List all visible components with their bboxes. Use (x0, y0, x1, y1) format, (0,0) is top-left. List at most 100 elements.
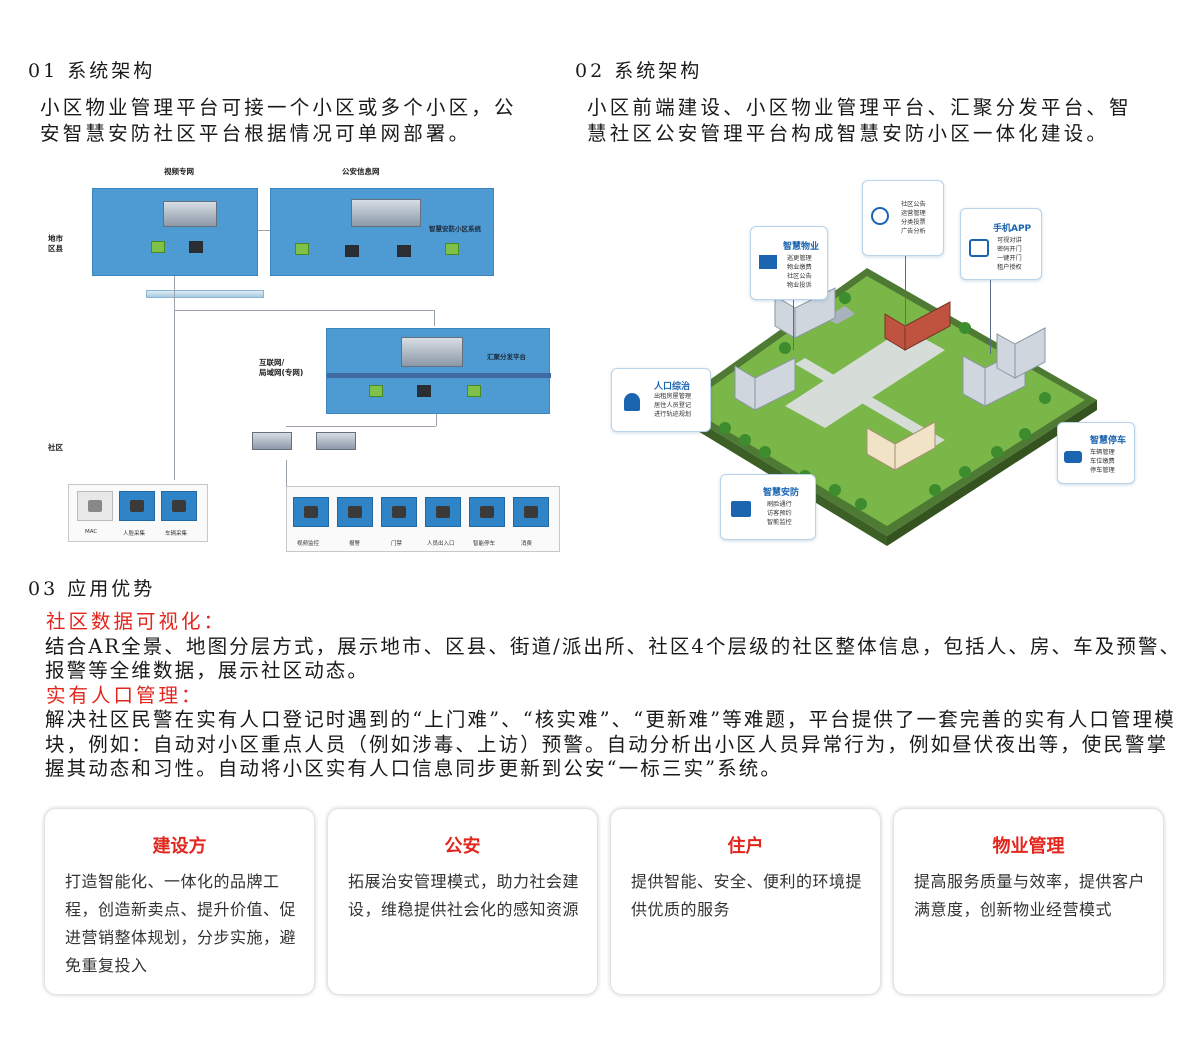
benefit-card-body: 打造智能化、一体化的品牌工程，创造新卖点、提升价值、促进营销整体规划，分步实施，… (65, 872, 297, 975)
video-net-box (92, 188, 258, 276)
card-line: 停车管理 (1090, 467, 1115, 474)
section1-desc-line1: 小区物业管理平台可接一个小区或多个小区，公 (40, 96, 517, 119)
benefit-card-title: 建设方 (152, 836, 207, 857)
device-icon (417, 385, 431, 397)
police-net-box: 智慧安防小区系统 (270, 188, 494, 276)
server-rack-icon (163, 201, 217, 227)
card-line: 出租房屋管理 (654, 393, 692, 400)
fire-icon (513, 497, 549, 527)
benefit-card-body: 拓展治安管理模式，助力社会建设，维稳提供社会化的感知资源 (348, 872, 580, 919)
city-county-label: 地市 区县 (48, 234, 63, 253)
community-illustration (673, 268, 1097, 546)
video-net-label: 视频专网 (164, 167, 194, 176)
building-icon (759, 255, 777, 269)
internet-label: 互联网/ 局域网(专网) (259, 358, 304, 377)
card-line: 刷脸通行 (767, 501, 792, 508)
device-label: 智能停车 (473, 541, 496, 547)
entrance-icon (425, 497, 461, 527)
benefit-card-title: 住户 (727, 836, 764, 857)
device-label: 车辆采集 (165, 531, 188, 537)
advantages-text: 社区数据可视化： 结合AR全景、地图分层方式，展示地市、区县、街道/派出所、社区… (45, 610, 1185, 782)
device-icon (151, 241, 165, 253)
card-community-ops: 社区公告 运营管理 分类投票 广告分析 (862, 180, 944, 256)
link-strip (146, 290, 264, 298)
card-population: 人口综治 出租房屋管理 居住人员登记 进行轨迹规划 (611, 368, 711, 432)
server-icon (316, 432, 356, 450)
device-label: 人员出入口 (427, 541, 455, 547)
device-icon (369, 385, 383, 397)
benefit-card-body: 提供智能、安全、便利的环境提供优质的服务 (631, 872, 863, 919)
section2-title: 02 系统架构 (575, 60, 703, 82)
card-line: 可视对讲 (997, 237, 1022, 244)
dist-platform-box: 汇聚分发平台 (326, 328, 551, 414)
card-line: 物业投诉 (787, 282, 812, 289)
card-title: 智慧安防 (763, 488, 800, 498)
card-line: 物业缴费 (787, 264, 812, 271)
phone-home-icon (969, 239, 989, 257)
device-label: 门禁 (391, 541, 403, 547)
device-icon (397, 245, 411, 257)
card-title: 智慧物业 (783, 242, 820, 252)
card-title: 手机APP (993, 224, 1032, 234)
benefit-card-title: 公安 (444, 836, 481, 857)
face-camera-icon (119, 491, 155, 521)
device-icon (467, 385, 481, 397)
card-line: 居住人员登记 (654, 402, 692, 409)
heading-population-management: 实有人口管理： (46, 683, 204, 707)
parking-icon (469, 497, 505, 527)
section2-desc-line2: 慧社区公安管理平台构成智慧安防小区一体化建设。 (587, 122, 1110, 145)
card-line: 社区公告 (901, 201, 926, 208)
bottom-left-devices: MAC 人脸采集 车辆采集 (68, 484, 208, 542)
card-title: 人口综治 (654, 382, 691, 392)
community-label: 社区 (48, 443, 63, 452)
person-icon (624, 393, 640, 411)
section1-title: 01 系统架构 (28, 60, 156, 82)
system-title-label: 智慧安防小区系统 (429, 225, 481, 233)
benefit-card-residents: 住户 提供智能、安全、便利的环境提供优质的服务 (610, 808, 881, 995)
cctv-icon (293, 497, 329, 527)
door-access-icon (381, 497, 417, 527)
bottom-right-devices: 视频监控 报警 门禁 人员出入口 智能停车 消费 (286, 486, 560, 552)
car-camera-icon (161, 491, 197, 521)
device-label: 视频监控 (297, 541, 320, 547)
device-label: 消费 (521, 541, 533, 547)
card-line: 智能监控 (767, 519, 792, 526)
device-icon (445, 243, 459, 255)
card-mobile-app: 手机APP 可视对讲 密码开门 一键开门 租户授权 (960, 208, 1042, 280)
server-rack-icon (401, 337, 463, 367)
card-line: 一键开门 (997, 255, 1022, 262)
alarm-icon (337, 497, 373, 527)
card-line: 租户授权 (997, 264, 1022, 271)
police-net-label: 公安信息网 (342, 167, 380, 176)
device-label: 人脸采集 (123, 531, 146, 537)
benefit-card-police: 公安 拓展治安管理模式，助力社会建设，维稳提供社会化的感知资源 (327, 808, 598, 995)
heading-data-visualization: 社区数据可视化： (46, 610, 227, 633)
section2-desc-line1: 小区前端建设、小区物业管理平台、汇聚分发平台、智 (587, 96, 1132, 119)
card-line: 车位缴费 (1090, 458, 1115, 465)
card-smart-parking: 智慧停车 车辆管理 车位缴费 停车管理 (1057, 422, 1135, 484)
device-icon (345, 245, 359, 257)
card-line: 车辆管理 (1090, 449, 1115, 456)
architecture-diagram: 视频专网 公安信息网 地市 区县 智慧安防小区系统 互联网/ 局域网(专网) 汇… (46, 160, 566, 560)
server-icon (252, 432, 292, 450)
paragraph-population-management: 解决社区民警在实有人口登记时遇到的“上门难”、“核实难”、“更新难”等难题，平台… (45, 708, 1176, 780)
mac-device-icon (77, 491, 113, 521)
card-smart-property: 智慧物业 巡更管理 物业缴费 社区公告 物业投诉 (750, 226, 828, 300)
card-line: 密码开门 (997, 246, 1022, 253)
card-line: 进行轨迹规划 (654, 411, 692, 418)
section3-title: 03 应用优势 (28, 578, 156, 600)
device-label: 报警 (349, 541, 361, 547)
id-card-icon (731, 501, 751, 517)
section1-desc-line2: 安智慧安防社区平台根据情况可单网部署。 (40, 122, 472, 145)
card-line: 广告分析 (901, 228, 926, 235)
device-icon (189, 241, 203, 253)
card-line: 社区公告 (787, 273, 812, 280)
benefit-card-body: 提高服务质量与效率，提供客户满意度，创新物业经营模式 (914, 872, 1146, 919)
smart-community-diagram: 智慧物业 巡更管理 物业缴费 社区公告 物业投诉 社区公告 运营管理 分类投票 … (605, 178, 1150, 550)
server-rack-icon (351, 199, 421, 227)
dist-platform-label: 汇聚分发平台 (487, 353, 526, 361)
device-label: MAC (85, 529, 98, 535)
card-smart-security: 智慧安防 刷脸通行 访客预约 智能监控 (720, 474, 816, 540)
paragraph-data-visualization: 结合AR全景、地图分层方式，展示地市、区县、街道/派出所、社区4个层级的社区整体… (45, 634, 1182, 683)
card-line: 巡更管理 (787, 255, 812, 262)
